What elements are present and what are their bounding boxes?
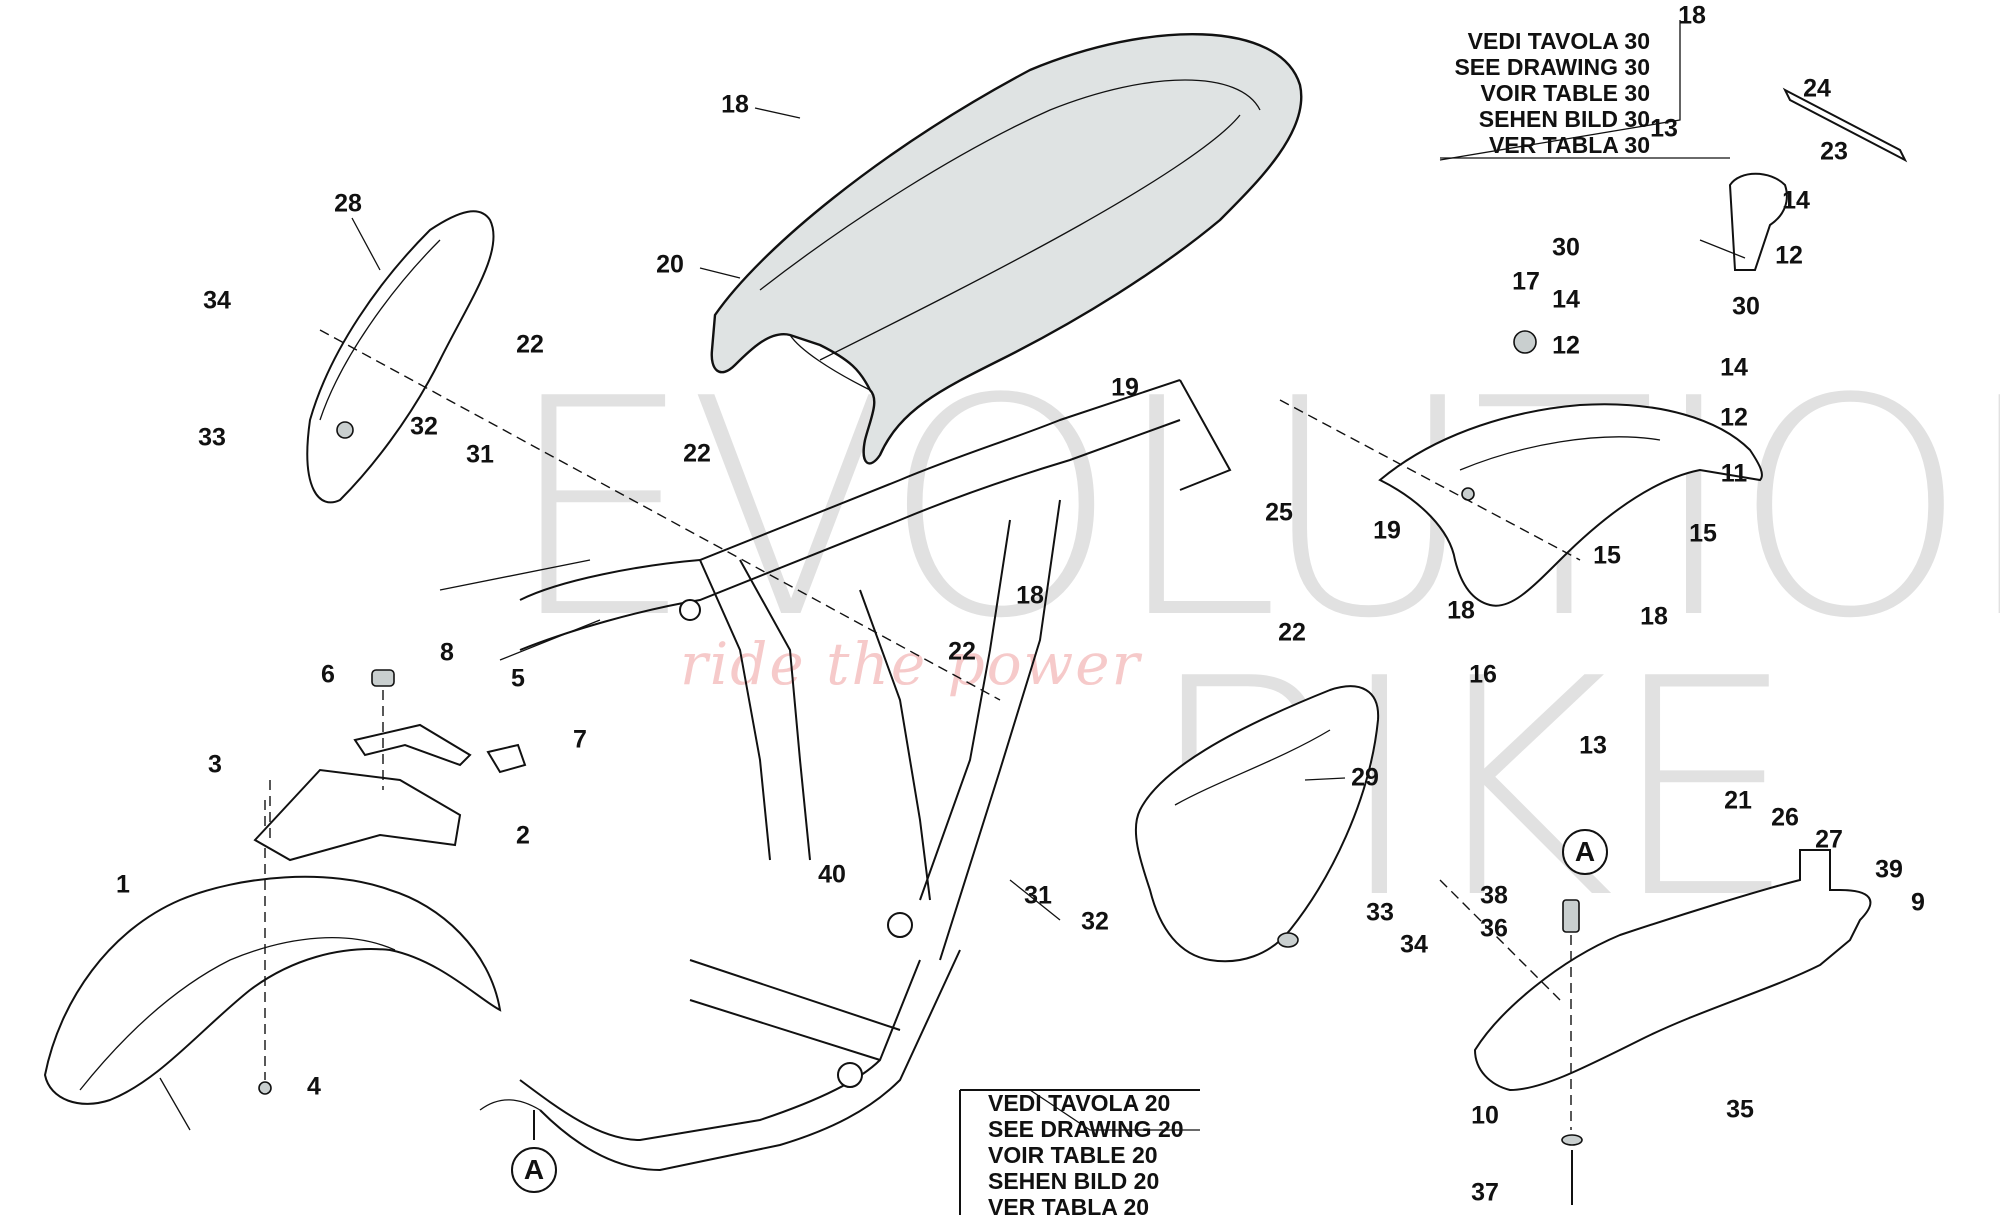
callout-16: 16	[1469, 660, 1497, 689]
callout-18: 18	[1016, 581, 1044, 610]
callout-14: 14	[1720, 353, 1748, 382]
right-side-cover-part	[1134, 685, 1380, 963]
callout-38: 38	[1480, 881, 1508, 910]
callout-28: 28	[334, 189, 362, 218]
ref20-line-3: VOIR TABLE 20	[988, 1142, 1158, 1168]
callout-39: 39	[1875, 855, 1903, 884]
callout-23: 23	[1820, 137, 1848, 166]
callout-18: 18	[1640, 602, 1668, 631]
callout-14: 14	[1782, 186, 1810, 215]
tail-light-part	[1728, 87, 1908, 271]
callout-33: 33	[1366, 898, 1394, 927]
reference-table-20: VEDI TAVOLA 20 SEE DRAWING 20 VOIR TABLE…	[988, 1090, 1218, 1220]
callout-15: 15	[1689, 519, 1717, 548]
ref20-line-1: VEDI TAVOLA 20	[988, 1090, 1171, 1116]
callout-30: 30	[1732, 292, 1760, 321]
leader-lines	[159, 20, 1746, 1215]
callout-6: 6	[321, 660, 335, 689]
callout-8: 8	[440, 638, 454, 667]
ref30-line-5: VER TABLA 30	[1488, 132, 1650, 158]
reference-table-30: VEDI TAVOLA 30 SEE DRAWING 30 VOIR TABLE…	[1440, 28, 1650, 158]
callout-4: 4	[307, 1072, 321, 1101]
ref30-line-2: SEE DRAWING 30	[1454, 54, 1650, 80]
callout-24: 24	[1803, 74, 1831, 103]
callout-13: 13	[1579, 731, 1607, 760]
seat-part	[710, 32, 1303, 465]
callout-22: 22	[683, 439, 711, 468]
skid-plate-part	[1473, 849, 1872, 1205]
callout-9: 9	[1911, 888, 1925, 917]
watermark-tagline: ride the power	[680, 630, 1142, 698]
rear-fender-part	[1378, 330, 1763, 607]
callout-40: 40	[818, 860, 846, 889]
callout-10: 10	[1471, 1101, 1499, 1130]
callout-19: 19	[1373, 516, 1401, 545]
callout-19: 19	[1111, 373, 1139, 402]
callout-37: 37	[1471, 1178, 1499, 1207]
callout-18: 18	[1447, 596, 1475, 625]
callout-32: 32	[1081, 907, 1109, 936]
callout-31: 31	[1024, 881, 1052, 910]
watermark-brand-line1: EVOLUTION	[505, 335, 2000, 684]
ref20-line-4: SEHEN BILD 20	[988, 1168, 1160, 1194]
callout-30: 30	[1552, 233, 1580, 262]
callout-33: 33	[198, 423, 226, 452]
detail-marker-a-skidplate: A	[1562, 829, 1608, 875]
callout-26: 26	[1771, 803, 1799, 832]
callout-13: 13	[1650, 114, 1678, 143]
callout-7: 7	[573, 725, 587, 754]
left-side-cover-part	[306, 210, 495, 504]
fender-bracket-part	[253, 669, 527, 862]
callout-31: 31	[466, 440, 494, 469]
callout-34: 34	[203, 286, 231, 315]
callout-22: 22	[516, 330, 544, 359]
callout-35: 35	[1726, 1095, 1754, 1124]
callout-36: 36	[1480, 914, 1508, 943]
callout-21: 21	[1724, 786, 1752, 815]
callout-3: 3	[208, 750, 222, 779]
callout-5: 5	[511, 664, 525, 693]
callout-2: 2	[516, 821, 530, 850]
ref30-line-1: VEDI TAVOLA 30	[1467, 28, 1650, 54]
frame-part	[439, 379, 1232, 1172]
callout-12: 12	[1720, 403, 1748, 432]
detail-marker-a-frame: A	[511, 1147, 557, 1193]
callout-12: 12	[1775, 241, 1803, 270]
callout-22: 22	[948, 637, 976, 666]
callout-18: 18	[1678, 1, 1706, 30]
ref30-line-4: SEHEN BILD 30	[1478, 106, 1650, 132]
ref20-line-5: VER TABLA 20	[988, 1194, 1150, 1220]
callout-18: 18	[721, 90, 749, 119]
callout-20: 20	[656, 250, 684, 279]
callout-29: 29	[1351, 763, 1379, 792]
callout-32: 32	[410, 412, 438, 441]
callout-34: 34	[1400, 930, 1428, 959]
callout-12: 12	[1552, 331, 1580, 360]
callout-11: 11	[1720, 459, 1748, 488]
callout-15: 15	[1593, 541, 1621, 570]
ref20-line-2: SEE DRAWING 20	[988, 1116, 1184, 1142]
front-fender-part	[43, 800, 502, 1105]
callout-22: 22	[1278, 618, 1306, 647]
callout-17: 17	[1512, 267, 1540, 296]
callout-25: 25	[1265, 498, 1293, 527]
callout-14: 14	[1552, 285, 1580, 314]
callout-27: 27	[1815, 825, 1843, 854]
ref30-line-3: VOIR TABLE 30	[1480, 80, 1650, 106]
callout-1: 1	[116, 870, 130, 899]
